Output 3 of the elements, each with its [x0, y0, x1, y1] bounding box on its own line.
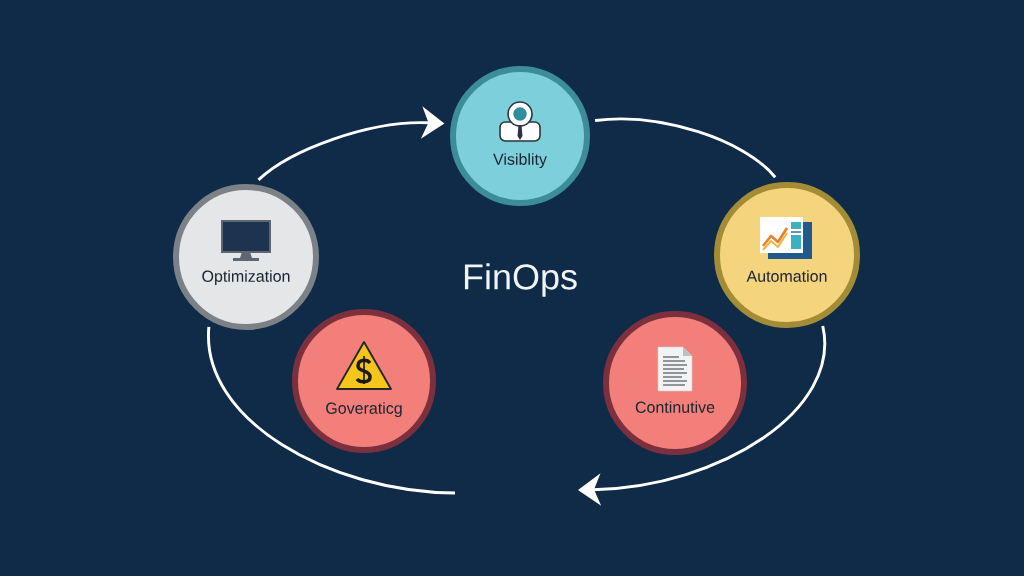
center-label: FinOps — [464, 263, 577, 297]
curved-line — [594, 117, 777, 179]
curved-line — [207, 326, 456, 495]
